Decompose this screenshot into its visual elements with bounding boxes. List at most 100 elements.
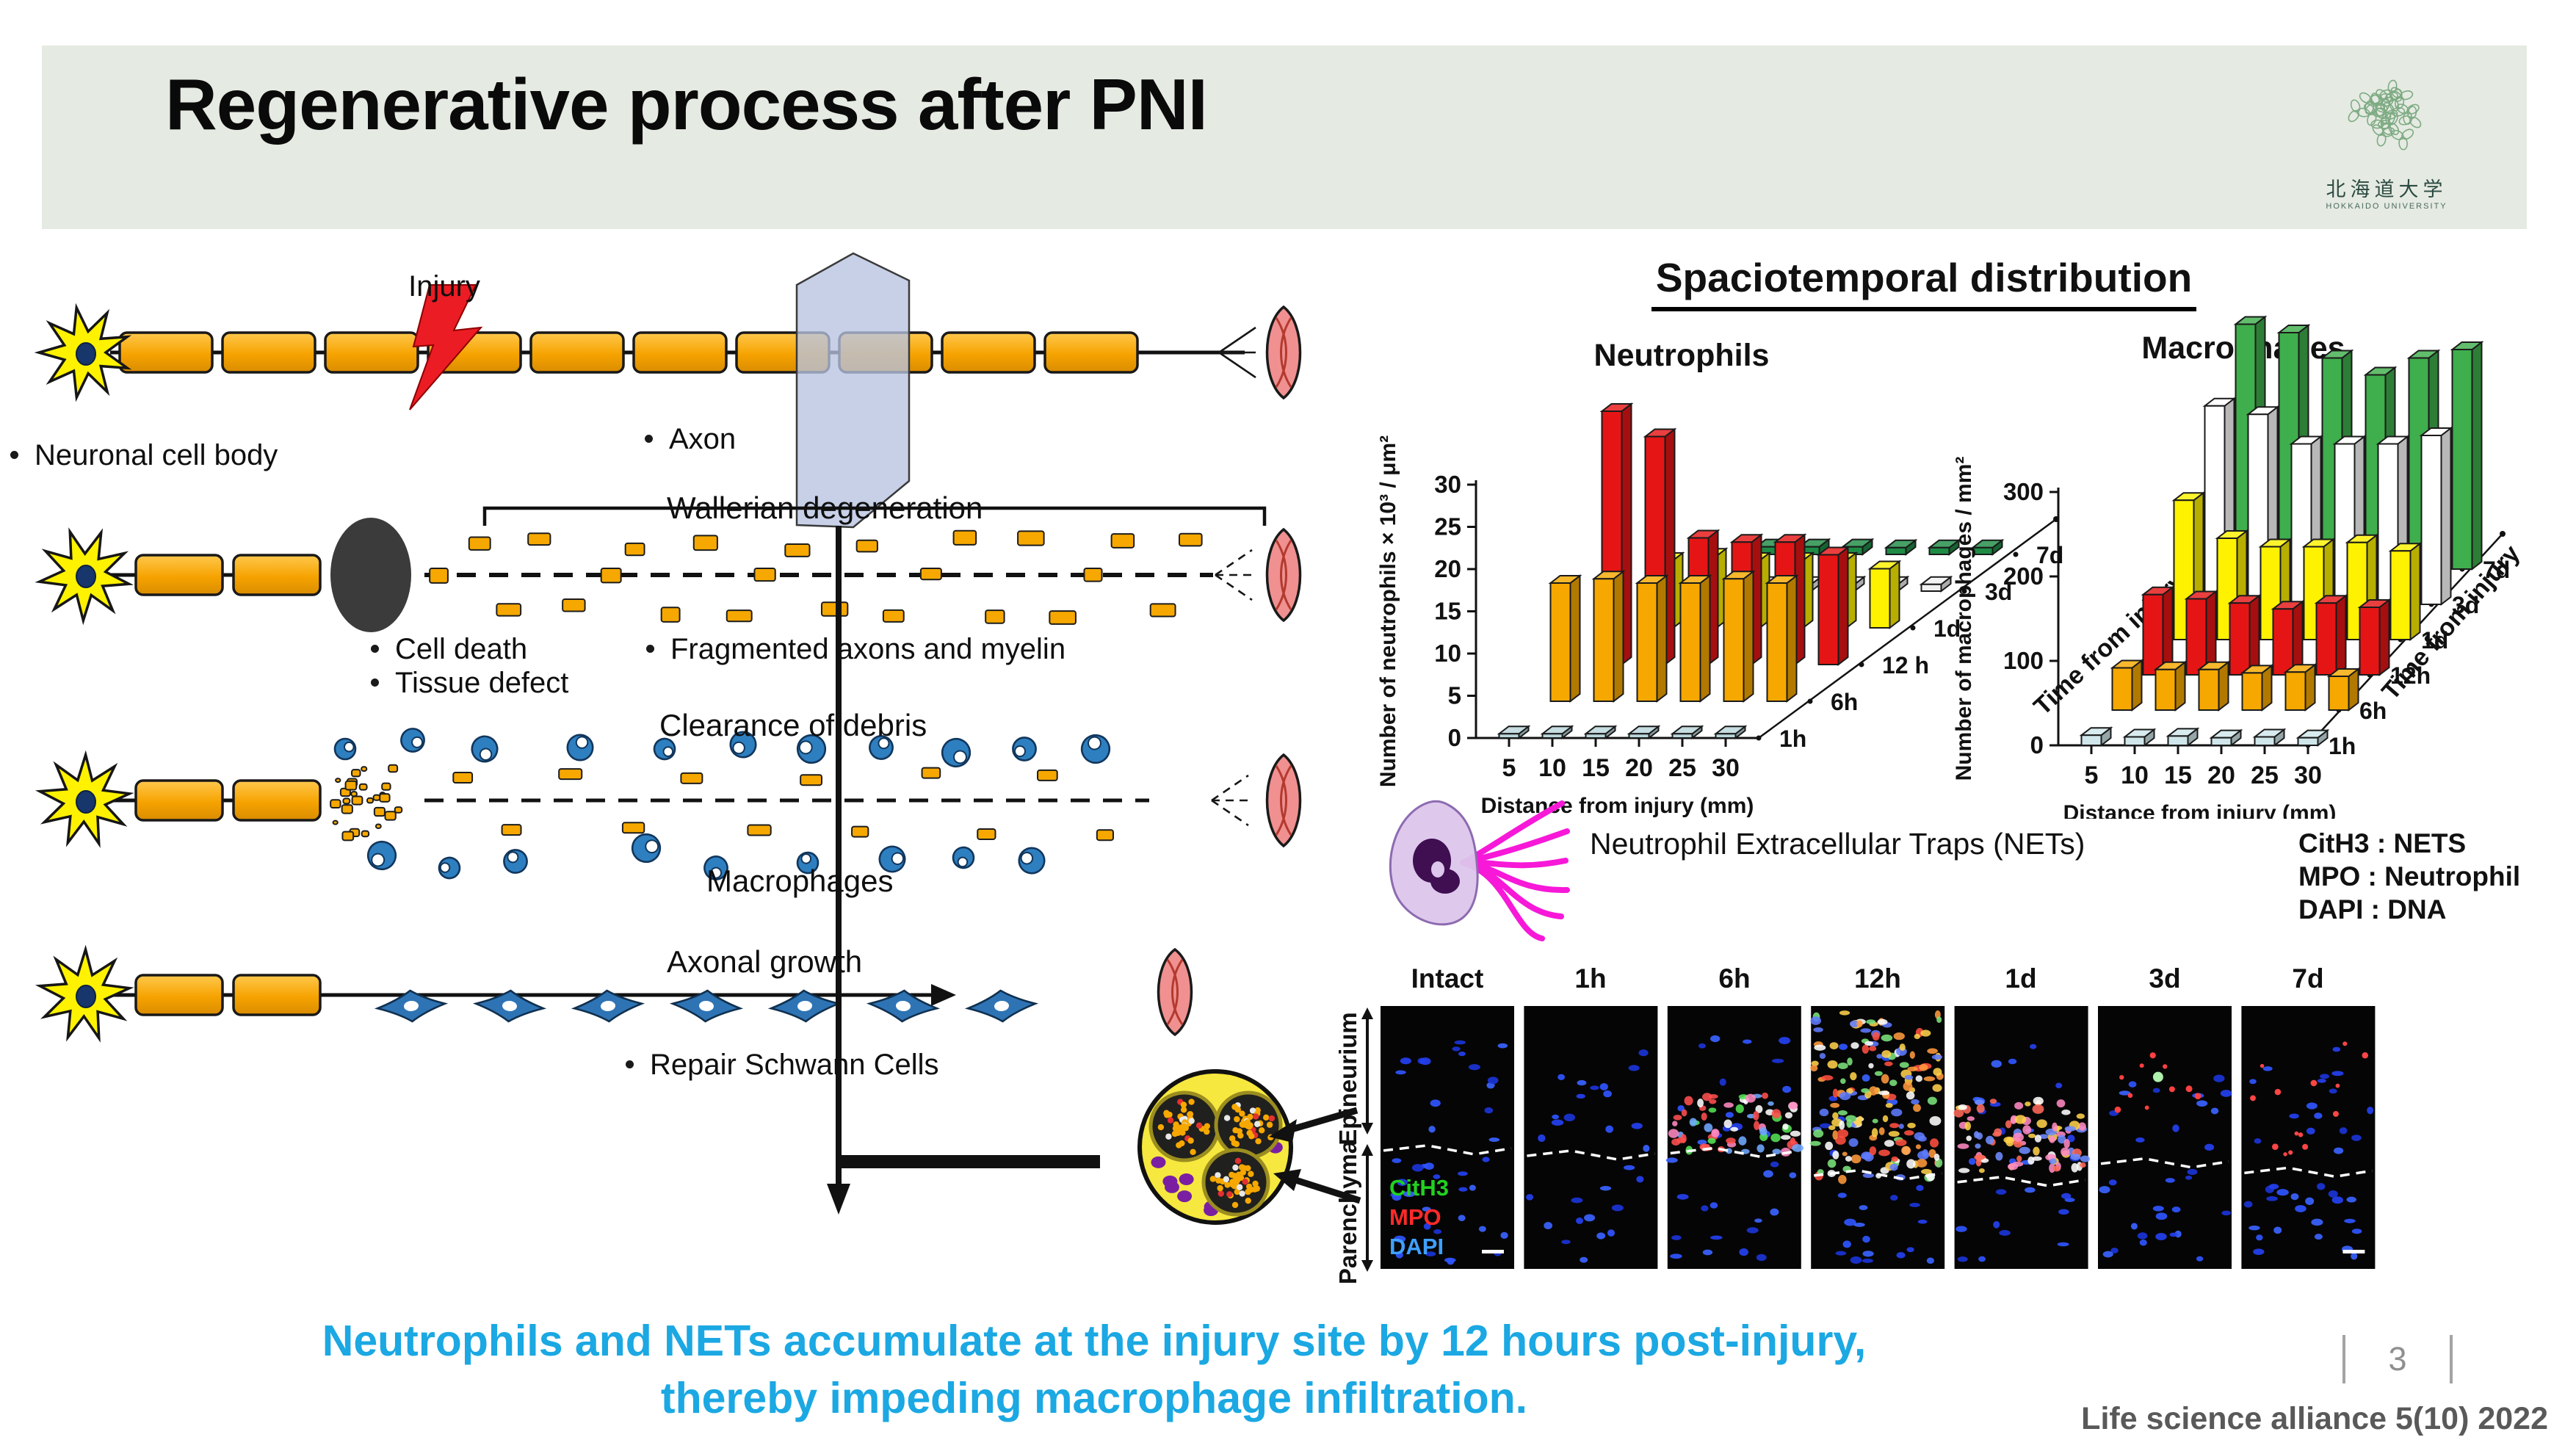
svg-text:15: 15 [2164, 761, 2192, 789]
micro-panel [1953, 1006, 2090, 1269]
svg-text:Number of neutrophils × 10³ /: Number of neutrophils × 10³ / μm² [1376, 435, 1400, 787]
bar3d [2209, 728, 2243, 748]
neuron-cell-body [35, 527, 134, 626]
bar3d [2079, 726, 2113, 748]
schwann-cell [571, 989, 645, 1023]
bar3d [2326, 667, 2361, 712]
neuron-cell-body [35, 944, 134, 1043]
bar3d [1540, 725, 1574, 740]
bar3d [2314, 594, 2348, 677]
svg-text:30: 30 [2294, 761, 2322, 789]
bar3d [2271, 600, 2305, 677]
svg-text:10: 10 [1538, 754, 1566, 782]
macrophage-cell [878, 845, 906, 873]
bar3d [2283, 663, 2318, 712]
bullet-icon [371, 645, 379, 653]
svg-text:25: 25 [1668, 754, 1696, 782]
svg-text:10: 10 [1434, 640, 1461, 667]
bar3d [1497, 725, 1531, 740]
macrophage-cell [796, 734, 827, 764]
bar3d [1721, 570, 1756, 703]
bar3d [1635, 573, 1669, 703]
timepoint-1d: 1d [2005, 963, 2037, 994]
bar3d [2332, 435, 2367, 607]
micro-panel [2241, 1006, 2376, 1269]
label-macrophages: Macrophages [706, 864, 894, 898]
macrophage-cell [471, 735, 499, 763]
bar3d [2153, 660, 2188, 712]
stain-label-cith3: CitH3 [1389, 1175, 1449, 1201]
label-fragmented: Fragmented axons and myelin [646, 633, 1066, 666]
stain-label-mpo: MPO [1389, 1204, 1441, 1230]
bar3d [2196, 660, 2231, 712]
citation: Life science alliance 5(10) 2022 [2081, 1401, 2548, 1436]
university-logo: 北海道大学 HOKKAIDO UNIVERSITY [2320, 62, 2453, 220]
bar3d [1591, 570, 1626, 703]
macrophage-cell [566, 734, 594, 761]
muscle-target [1157, 947, 1193, 1037]
schwann-cell [866, 989, 941, 1023]
bar3d [2289, 435, 2323, 607]
svg-text:20: 20 [1625, 754, 1653, 782]
svg-text:0: 0 [1448, 724, 1461, 751]
macrophage-cell [400, 728, 425, 753]
muscle-target [1265, 305, 1302, 400]
macrophage-cell [952, 846, 975, 869]
svg-text:3d: 3d [2452, 592, 2479, 618]
bar3d [1678, 573, 1712, 703]
macrophage-cell [333, 737, 357, 761]
nets-label: Neutrophil Extracellular Traps (NETs) [1590, 827, 2085, 861]
macrophage-cell [653, 737, 676, 761]
chart-title-neutrophils: Neutrophils [1593, 338, 1770, 373]
label-injury: Injury [408, 270, 480, 303]
bar3d [1765, 573, 1799, 703]
macrophage-cell [1018, 847, 1046, 875]
bar3d [2357, 598, 2392, 677]
bullet-icon [646, 645, 654, 653]
bar3d [2110, 659, 2144, 712]
macrophage-cell [503, 849, 528, 874]
bar3d [1670, 725, 1704, 740]
bar3d [1919, 575, 1953, 593]
macrophage-cell [631, 833, 662, 864]
svg-text:5: 5 [1502, 754, 1516, 782]
schwann-cell [669, 989, 744, 1023]
stain-label-dapi: DAPI [1389, 1234, 1444, 1259]
bar3d [2166, 727, 2200, 748]
label-clearance: Clearance of debris [659, 708, 927, 742]
svg-text:100: 100 [2003, 647, 2044, 674]
bar3d [1816, 546, 1850, 667]
takeaway-line2: thereby impeding macrophage infiltration… [660, 1374, 1528, 1422]
bar3d [1867, 560, 1902, 630]
svg-text:12h: 12h [2390, 662, 2431, 689]
macrophage-cell [941, 737, 972, 768]
muscle-target [1265, 527, 1302, 623]
svg-text:15: 15 [1582, 754, 1610, 782]
svg-text:25: 25 [2251, 761, 2279, 789]
region-arrows [1361, 1007, 1373, 1272]
nerve-regeneration-diagram [34, 252, 1361, 1225]
takeaway-line1: Neutrophils and NETs accumulate at the i… [322, 1317, 1867, 1365]
title-bar [42, 46, 2527, 229]
svg-text:3d: 3d [1985, 579, 2012, 605]
micro-panel [1809, 1006, 1945, 1269]
svg-text:25: 25 [1434, 513, 1461, 540]
micro-panel [1524, 1006, 1658, 1269]
macrophage-cell [1012, 737, 1037, 761]
bar3d [1583, 725, 1618, 740]
bar3d [2122, 728, 2157, 748]
legend-mpo: MPO : Neutrophil [2298, 861, 2521, 891]
neuron-cell-body [34, 303, 132, 402]
bar3d [2184, 590, 2218, 677]
label-neuronal-cell-body: Neuronal cell body [10, 439, 278, 472]
timepoint-12h: 12h [1854, 963, 1901, 994]
logo-jp-text: 北海道大学 [2326, 178, 2447, 200]
micro-panel [2098, 1006, 2232, 1269]
macrophage-cell [703, 855, 728, 880]
page-number-bar [2450, 1335, 2453, 1383]
bullet-icon [645, 435, 653, 443]
svg-text:1d: 1d [2421, 627, 2448, 654]
bar3d [1884, 538, 1918, 557]
bar3d [2227, 594, 2262, 677]
